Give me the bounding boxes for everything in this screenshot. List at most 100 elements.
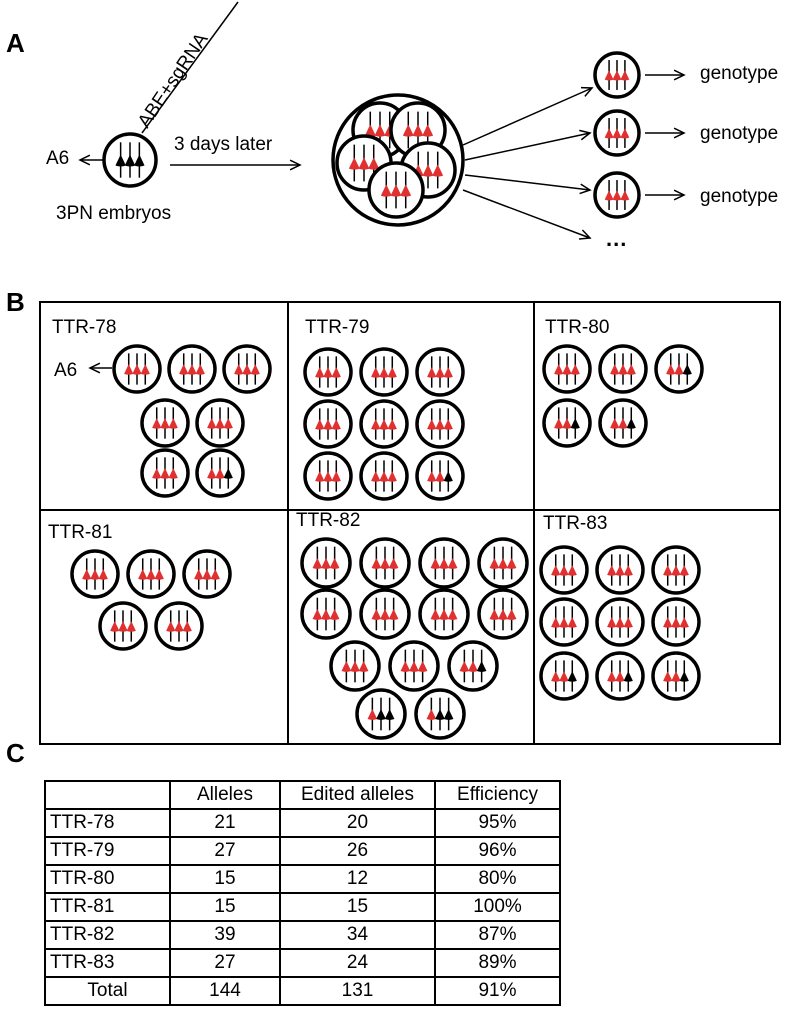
edited-allele-marker: [607, 617, 617, 628]
table-cell: TTR-79: [44, 836, 171, 866]
edited-allele-marker: [98, 569, 108, 580]
table-cell: 131: [279, 976, 436, 1006]
embryo-ttr-83: [539, 545, 589, 595]
genotype-arrow-2: [645, 127, 686, 139]
embryo-ttr-83: [595, 651, 645, 701]
edited-allele-marker: [315, 471, 325, 482]
edited-allele-marker: [371, 367, 381, 378]
edited-allele-marker: [620, 70, 630, 81]
embryo-ttr-79: [415, 399, 465, 449]
unedited-allele-marker: [679, 671, 689, 682]
edited-allele-marker: [430, 608, 441, 620]
embryo-label: 3PN embryos: [56, 203, 172, 224]
edited-allele-marker: [152, 418, 162, 429]
table-cell: 96%: [434, 836, 561, 866]
edited-allele-marker: [612, 70, 622, 81]
embryo-ttr-78: [195, 398, 245, 448]
edited-allele-marker: [195, 364, 205, 375]
arrow-shaft: [462, 87, 593, 146]
edited-allele-marker: [559, 565, 569, 576]
three-days-arrow: [170, 159, 302, 171]
edited-allele-marker: [554, 418, 564, 429]
embryo-ttr-82: [359, 588, 411, 640]
edited-allele-marker: [604, 70, 614, 81]
edited-allele-marker: [168, 468, 178, 479]
arrow-head: [579, 183, 592, 195]
table-cell: 15: [169, 892, 281, 922]
embryo-ttr-83: [595, 545, 645, 595]
edited-allele-marker: [367, 708, 378, 720]
edited-allele-marker: [371, 608, 382, 620]
box-title-ttr-78: TTR-78: [52, 317, 117, 338]
arrow-shaft: [462, 189, 591, 239]
edited-allele-marker: [663, 565, 673, 576]
embryo-ttr-79: [415, 347, 465, 397]
edited-allele-marker: [671, 617, 681, 628]
genotype-label-1: genotype: [700, 63, 779, 84]
edited-allele-marker: [348, 157, 360, 170]
edited-allele-marker: [551, 617, 561, 628]
edited-allele-marker: [623, 617, 633, 628]
edited-allele-marker: [422, 164, 434, 177]
edited-allele-marker: [666, 364, 676, 375]
edited-allele-marker: [124, 364, 134, 375]
table-header-cell: Alleles: [169, 780, 281, 810]
edited-allele-marker: [604, 190, 614, 201]
edited-allele-marker: [160, 468, 170, 479]
embryo-ttr-81: [126, 549, 176, 599]
table-cell: 39: [169, 920, 281, 950]
embryo-ttr-79: [359, 347, 409, 397]
embryo-ttr-80: [542, 398, 592, 448]
edited-allele-marker: [374, 124, 386, 137]
unedited-allele-marker: [570, 418, 580, 429]
embryo-ttr-79: [303, 451, 353, 501]
unedited-allele-marker: [134, 154, 145, 167]
embryo-ttr-78: [167, 344, 217, 394]
arrow-head: [579, 129, 592, 141]
table-cell: 27: [169, 836, 281, 866]
embryo-ttr-78: [140, 448, 190, 498]
edited-allele-marker: [379, 471, 389, 482]
edited-allele-marker: [166, 621, 176, 632]
unedited-allele-marker: [443, 471, 453, 482]
edited-allele-marker: [234, 364, 244, 375]
ellipsis: ...: [606, 226, 628, 251]
edited-allele-marker: [152, 468, 162, 479]
edited-allele-marker: [387, 419, 397, 430]
edited-allele-marker: [90, 569, 100, 580]
edited-allele-marker: [443, 419, 453, 430]
split-arrow-4: [462, 189, 592, 240]
edited-allele-marker: [607, 671, 617, 682]
embryo-ttr-82: [418, 588, 470, 640]
box-title-ttr-83: TTR-83: [543, 513, 608, 534]
split-arrow-3: [464, 174, 592, 195]
embryo-ttr-80: [542, 344, 592, 394]
embryo-ttr-80: [598, 344, 648, 394]
edited-allele-marker: [562, 418, 572, 429]
arrow-head: [88, 362, 101, 374]
edited-allele-marker: [417, 660, 428, 672]
table-cell: TTR-80: [44, 864, 171, 894]
arrow-head: [580, 86, 594, 97]
edited-allele-marker: [312, 557, 323, 569]
edited-allele-marker: [329, 557, 340, 569]
unedited-allele-marker: [384, 708, 395, 720]
table-cell: 15: [169, 864, 281, 894]
embryo-ttr-83: [539, 597, 589, 647]
edited-allele-marker: [671, 671, 681, 682]
arrow-head: [673, 127, 686, 139]
edited-allele-marker: [207, 418, 217, 429]
edited-allele-marker: [380, 608, 390, 620]
edited-allele-marker: [380, 184, 392, 197]
edited-allele-marker: [174, 621, 184, 632]
edited-allele-marker: [439, 608, 449, 620]
edited-allele-marker: [435, 419, 445, 430]
edited-allele-marker: [618, 364, 628, 375]
edited-allele-marker: [663, 617, 673, 628]
edited-allele-marker: [140, 364, 150, 375]
edited-allele-marker: [215, 418, 225, 429]
genotype-label-3: genotype: [700, 186, 779, 207]
edited-allele-marker: [551, 565, 561, 576]
